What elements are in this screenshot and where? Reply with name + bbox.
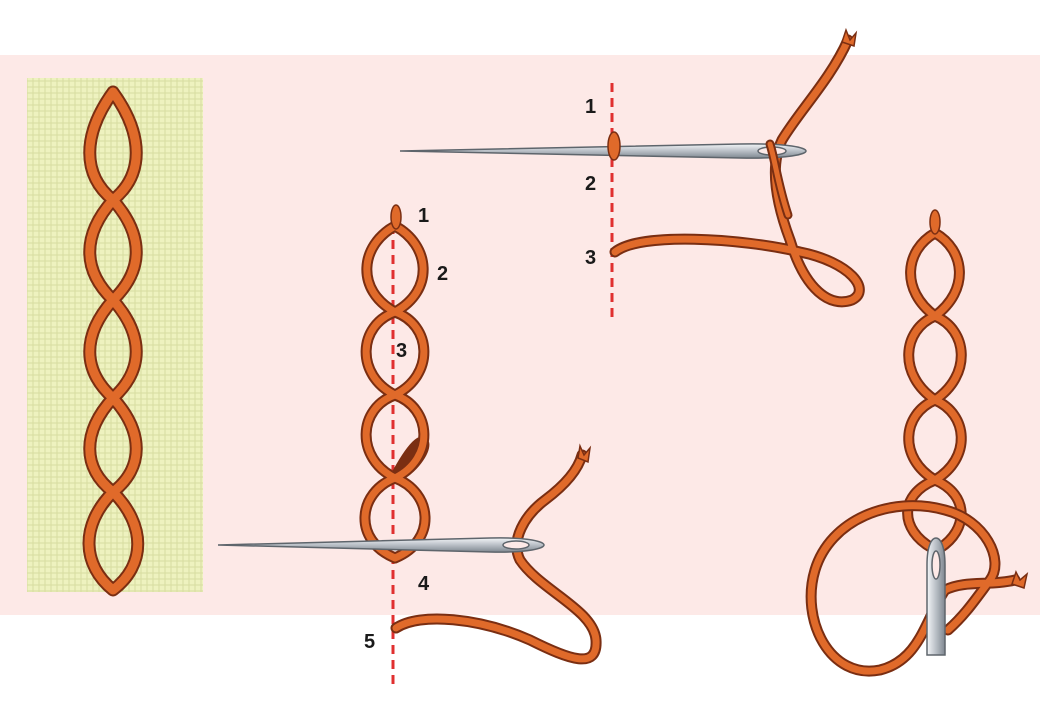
step1-stitch-dot bbox=[608, 132, 620, 160]
step2-label-1: 1 bbox=[418, 205, 429, 227]
step2-label-2: 2 bbox=[437, 263, 448, 285]
step3-needle bbox=[927, 538, 945, 655]
step2-label-3: 3 bbox=[396, 340, 407, 362]
step1-label-1: 1 bbox=[585, 96, 596, 118]
step1-label-2: 2 bbox=[585, 173, 596, 195]
step1-label-3: 3 bbox=[585, 247, 596, 269]
step2-label-4: 4 bbox=[418, 573, 430, 595]
step2-top-knot bbox=[391, 205, 401, 229]
step3-top-knot bbox=[930, 210, 940, 234]
step2-label-5: 5 bbox=[364, 631, 375, 653]
fabric-sample bbox=[27, 78, 203, 592]
